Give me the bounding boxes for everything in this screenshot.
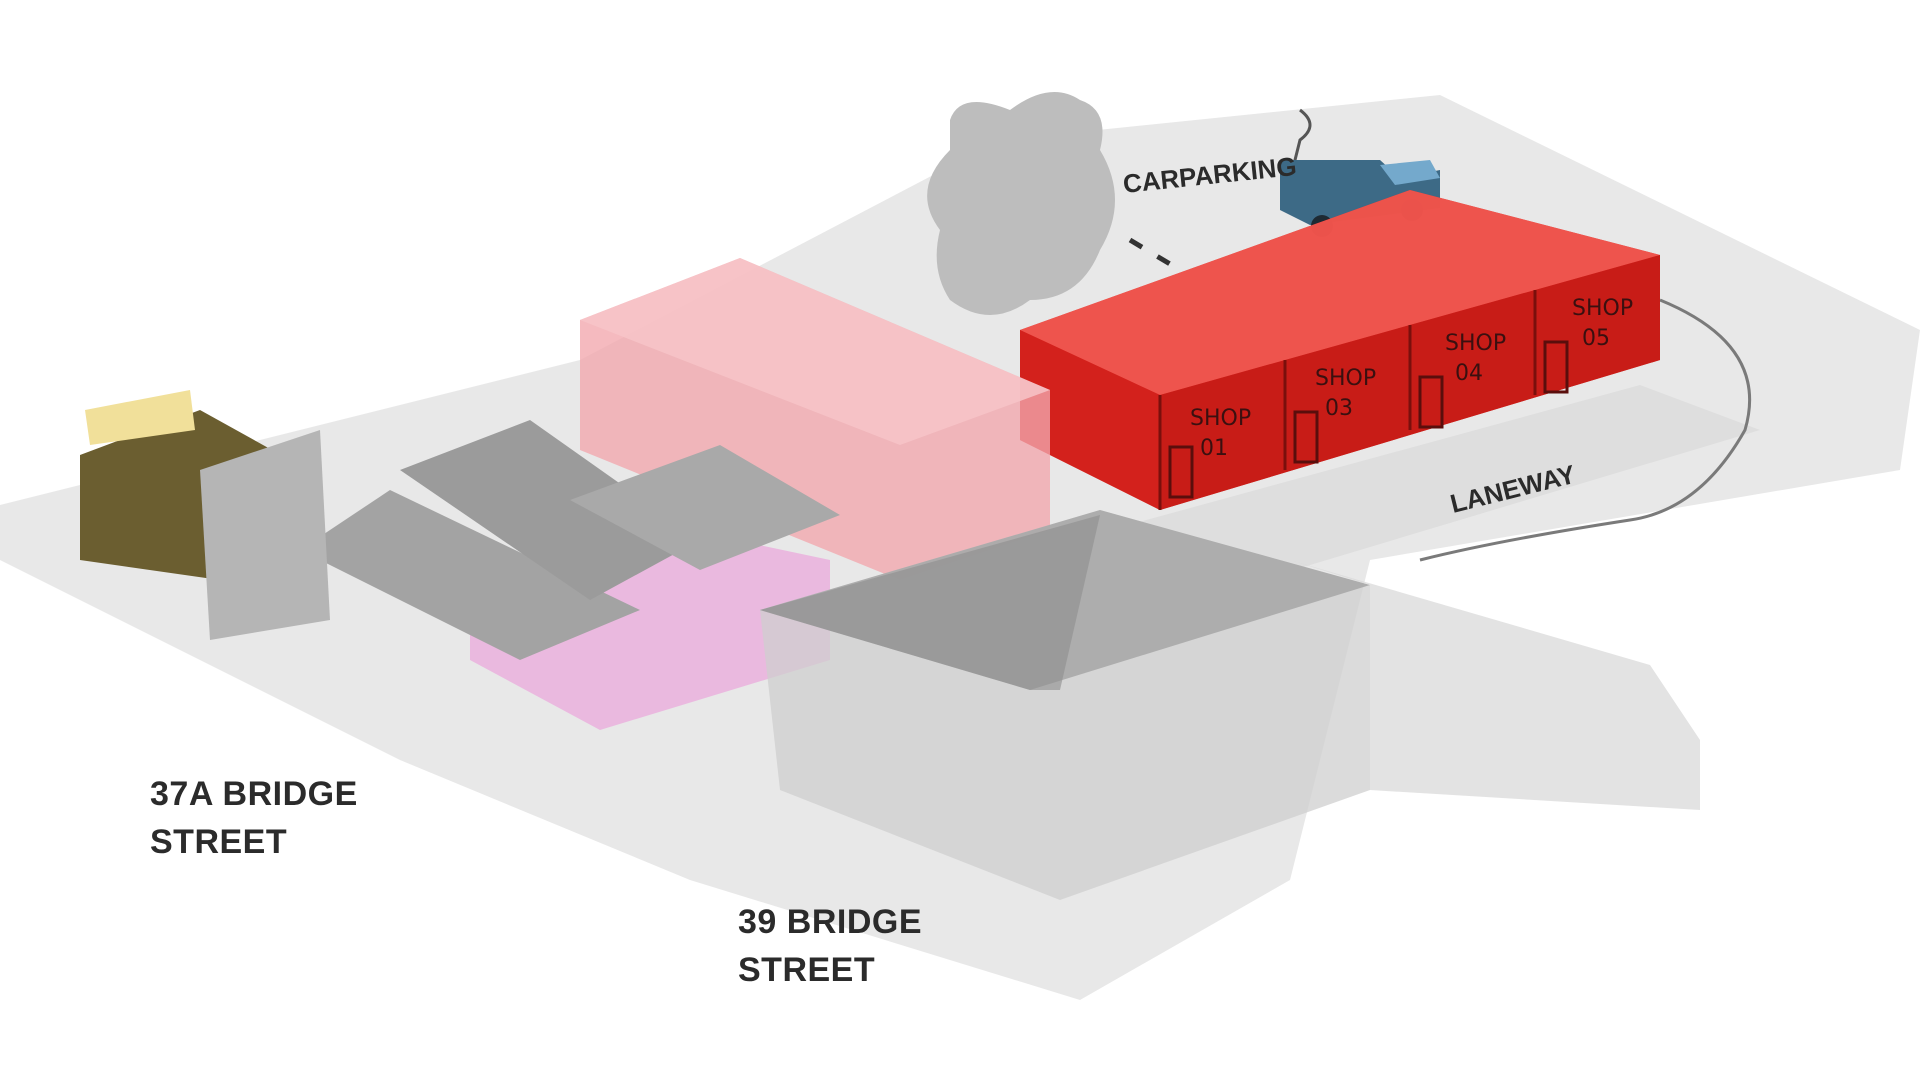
- path-line: [1128, 237, 1182, 273]
- pink-house: [300, 420, 840, 730]
- shop-05-line1: SHOP: [1572, 296, 1633, 321]
- pink-building: [580, 258, 1050, 580]
- grey-building-39: [760, 510, 1700, 900]
- address-39-line1: 39 BRIDGE: [738, 903, 922, 941]
- shop-04-line1: SHOP: [1445, 331, 1506, 356]
- kerb-line: [1288, 108, 1312, 181]
- new-shops-block: [1020, 190, 1660, 510]
- shop-01-line2: 01: [1200, 436, 1228, 461]
- grey-building-37a: [80, 390, 330, 640]
- address-37a-line2: STREET: [150, 823, 287, 861]
- address-39-line2: STREET: [738, 951, 875, 989]
- tree-shadow: [927, 92, 1115, 315]
- shop-01-line1: SHOP: [1190, 406, 1251, 431]
- site-boundary-line: [1419, 298, 1752, 562]
- shop-03-line1: SHOP: [1315, 366, 1376, 391]
- address-37a-line1: 37A BRIDGE: [150, 775, 358, 813]
- shop-04-line2: 04: [1455, 361, 1483, 386]
- shop-03-line2: 03: [1325, 396, 1353, 421]
- shop-05-line2: 05: [1582, 326, 1610, 351]
